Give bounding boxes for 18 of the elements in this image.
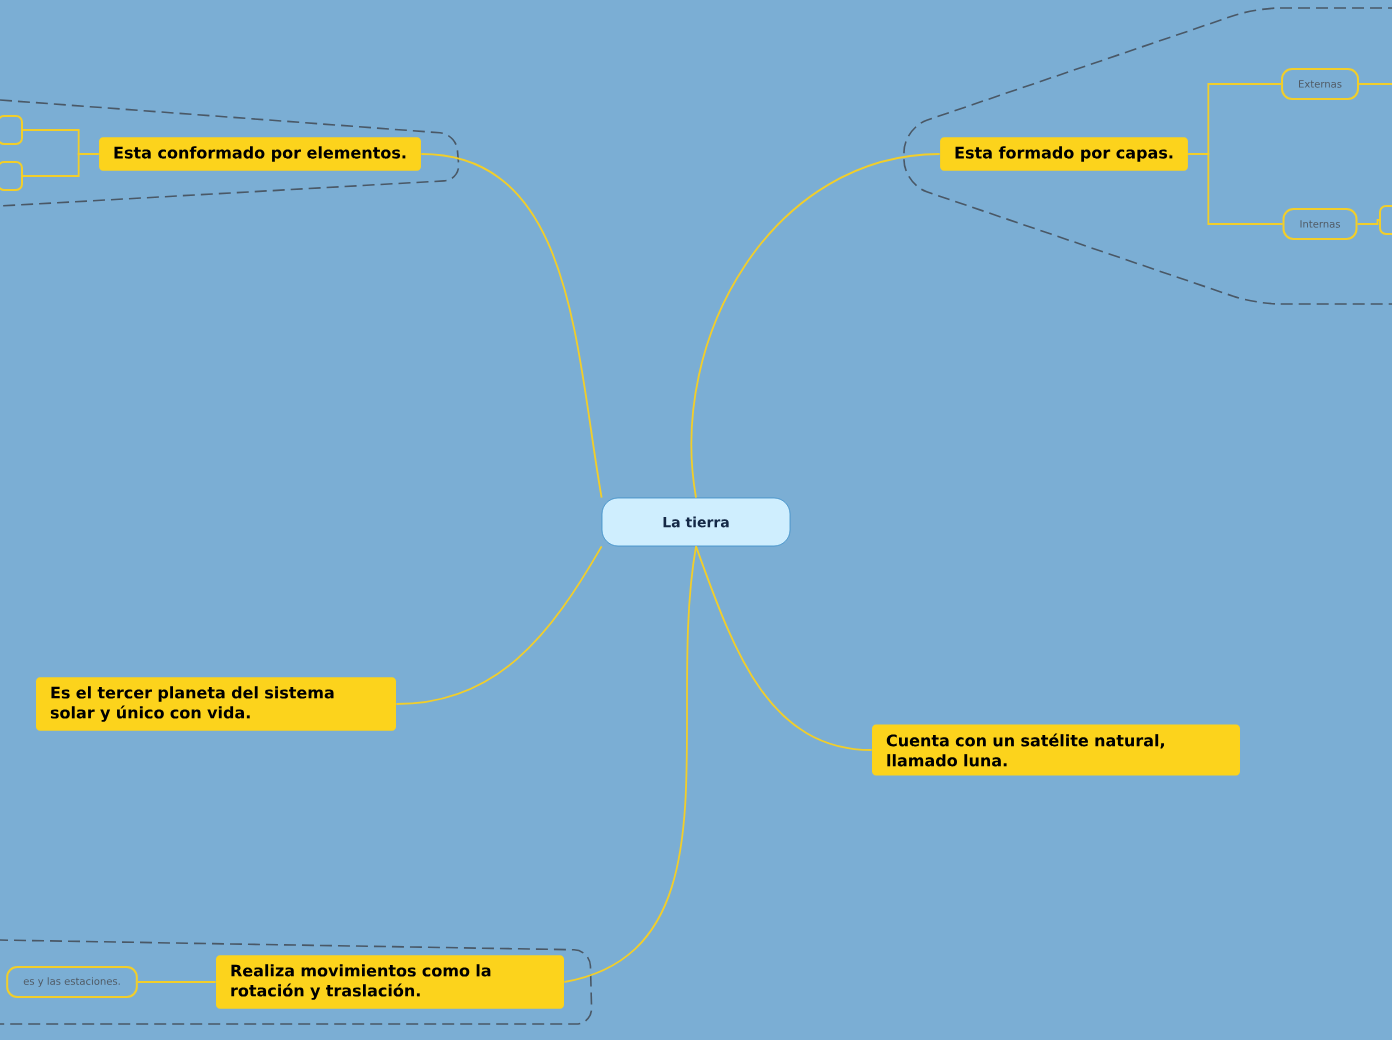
connector-line [690, 153, 941, 499]
topic-box: Realiza movimientos como la rotación y traslación. [216, 955, 564, 1009]
connector-line [1356, 219, 1380, 225]
topic-box: Esta conformado por elementos. [99, 137, 421, 171]
subtopic-box [0, 115, 23, 145]
topic-box: Es el tercer planeta del sistema solar y único con vida. [36, 677, 396, 731]
connector-line [395, 545, 603, 705]
connector-line [1358, 83, 1392, 85]
subtopic-box [0, 161, 23, 191]
connector-line [136, 981, 217, 983]
topic-box: Cuenta con un satélite natural, llamado luna. [872, 724, 1240, 776]
subtopic-box [1379, 205, 1392, 235]
connector-line [563, 545, 697, 983]
connector-line [22, 153, 100, 177]
connector-line [1187, 153, 1284, 225]
topic-box: Esta formado por capas. [940, 137, 1188, 171]
connector-line [695, 545, 873, 751]
connector-line [420, 153, 603, 499]
